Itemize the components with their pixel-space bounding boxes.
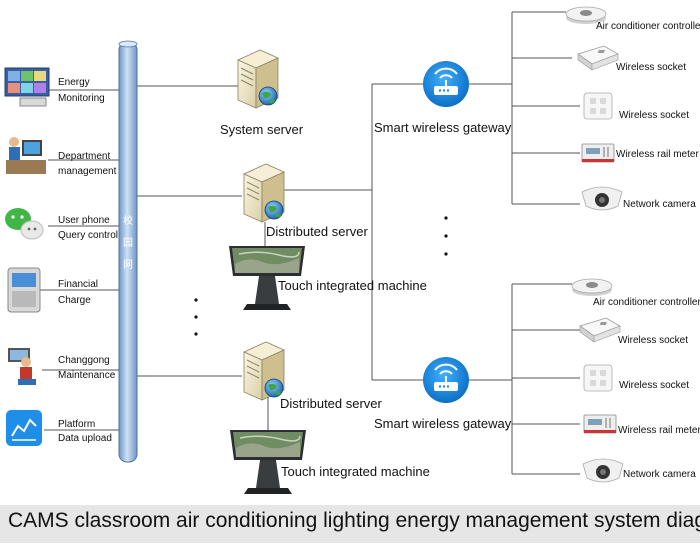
ac-controller-bottom-icon [571,278,613,297]
rail-meter-top-icon [581,143,615,163]
device-top-5-label: Network camera [623,199,696,210]
distributed-server-2-icon [243,341,285,401]
device-bottom-4-label: Wireless rail meter [618,425,700,436]
campus-network-backbone: 校 园 网 [118,40,138,463]
touch-machine-1-label: Touch integrated machine [278,278,427,293]
gateway-1-label: Smart wireless gateway [374,120,512,135]
rail-meter-bottom-icon [583,414,617,434]
operator-desk-icon [6,137,46,174]
touch-machine-2-label: Touch integrated machine [281,464,430,479]
socket-top-2-icon [583,92,613,120]
touch-machine-2-icon [229,429,307,495]
left-label-1b: Monitoring [58,93,105,104]
left-label-3b: Query control [58,230,118,241]
camera-bottom-icon [582,458,624,483]
device-bottom-2-label: Wireless socket [618,335,688,346]
socket-bottom-1-icon [579,317,621,343]
chart-app-icon [6,410,42,446]
monitoring-wall-icon [4,67,50,107]
wechat-icon [5,208,44,240]
camera-top-icon [581,186,623,211]
device-top-1-label: Air conditioner controller [596,21,700,32]
socket-top-1-icon [577,45,619,71]
left-label-4a: Financial [58,279,98,290]
device-bottom-1-label: Air conditioner controller [593,297,700,308]
left-label-2b: management [58,166,117,177]
left-label-2a: Department [58,151,110,162]
device-top-3-label: Wireless socket [619,110,689,121]
backbone-char-3: 网 [123,259,133,271]
ellipsis-dots [194,216,448,336]
left-label-5b: Maintenance [58,370,116,381]
system-server-label: System server [220,122,304,137]
distributed-server-1-icon [243,163,285,223]
backbone-char-2: 园 [123,237,133,249]
left-label-6b: Data upload [58,433,112,444]
left-label-3a: User phone [58,215,110,226]
diagram-caption: CAMS classroom air conditioning lighting… [8,509,700,532]
system-server-icon [237,49,279,109]
left-label-1a: Energy [58,77,90,88]
left-label-4b: Charge [58,295,91,306]
device-top-4-label: Wireless rail meter [616,149,699,160]
socket-bottom-2-icon [583,364,613,392]
distributed-server-2-label: Distributed server [280,396,383,411]
technician-icon [8,348,36,385]
wireless-gateway-2-icon [422,356,470,404]
distributed-server-1-label: Distributed server [266,224,369,239]
payment-terminal-icon [7,267,41,313]
gateway-2-label: Smart wireless gateway [374,416,512,431]
footer-bar [0,505,700,543]
wireless-gateway-1-icon [422,60,470,108]
left-label-5a: Changgong [58,355,110,366]
connection-lines [40,11,580,475]
left-label-6a: Platform [58,419,95,430]
device-bottom-3-label: Wireless socket [619,380,689,391]
backbone-char-1: 校 [123,214,133,227]
device-bottom-5-label: Network camera [623,469,696,480]
device-top-2-label: Wireless socket [616,62,686,73]
